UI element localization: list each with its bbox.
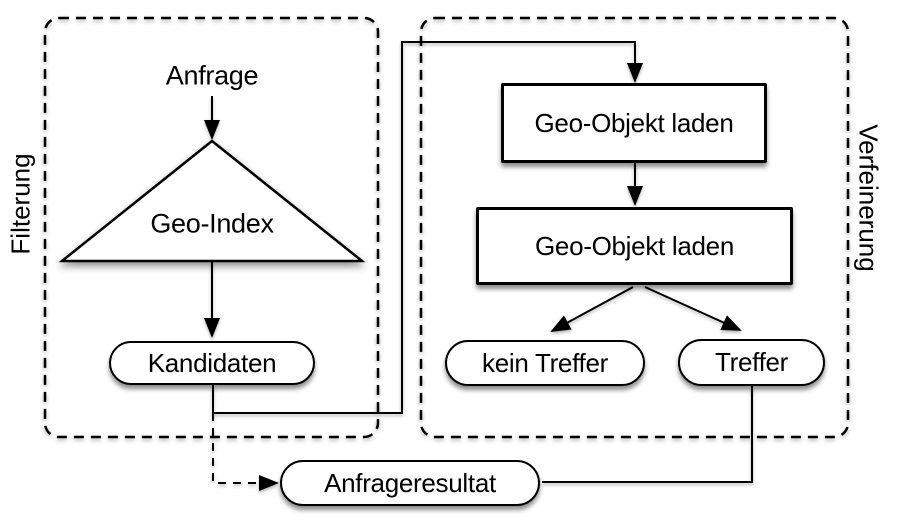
edge-kandidaten-to-anfrageresultat-dashed xyxy=(212,413,279,491)
edge-treffer-to-anfrageresultat xyxy=(542,386,753,483)
filtering-region-box xyxy=(43,16,380,439)
geo-objekt-laden-box-2: Geo-Objekt laden xyxy=(476,207,793,285)
treffer-node: Treffer xyxy=(678,339,825,386)
geo-index-label: Geo-Index xyxy=(150,208,274,239)
refinement-region-label: Verfeinerung xyxy=(853,124,884,272)
kein-treffer-node: kein Treffer xyxy=(445,340,645,386)
anfrage-label: Anfrage xyxy=(165,60,259,91)
kandidaten-node: Kandidaten xyxy=(109,341,315,385)
geo-objekt-laden-label-2: Geo-Objekt laden xyxy=(535,230,734,261)
anfrageresultat-label: Anfrageresultat xyxy=(324,467,496,498)
refinement-region-box xyxy=(419,16,850,439)
treffer-label: Treffer xyxy=(714,347,789,377)
geo-index-triangle xyxy=(58,139,366,263)
kandidaten-label: Kandidaten xyxy=(147,347,277,378)
geo-objekt-laden-label-1: Geo-Objekt laden xyxy=(534,107,734,138)
kein-treffer-label: kein Treffer xyxy=(482,347,608,378)
filtering-region-label: Filterung xyxy=(5,153,36,255)
edge-kandidaten-to-load1 xyxy=(212,41,643,414)
geo-objekt-laden-box-1: Geo-Objekt laden xyxy=(501,83,767,163)
edge-load2-to-treffer xyxy=(644,286,742,331)
edge-load2-to-keintreffer xyxy=(550,286,634,332)
anfrageresultat-node: Anfrageresultat xyxy=(280,460,540,506)
